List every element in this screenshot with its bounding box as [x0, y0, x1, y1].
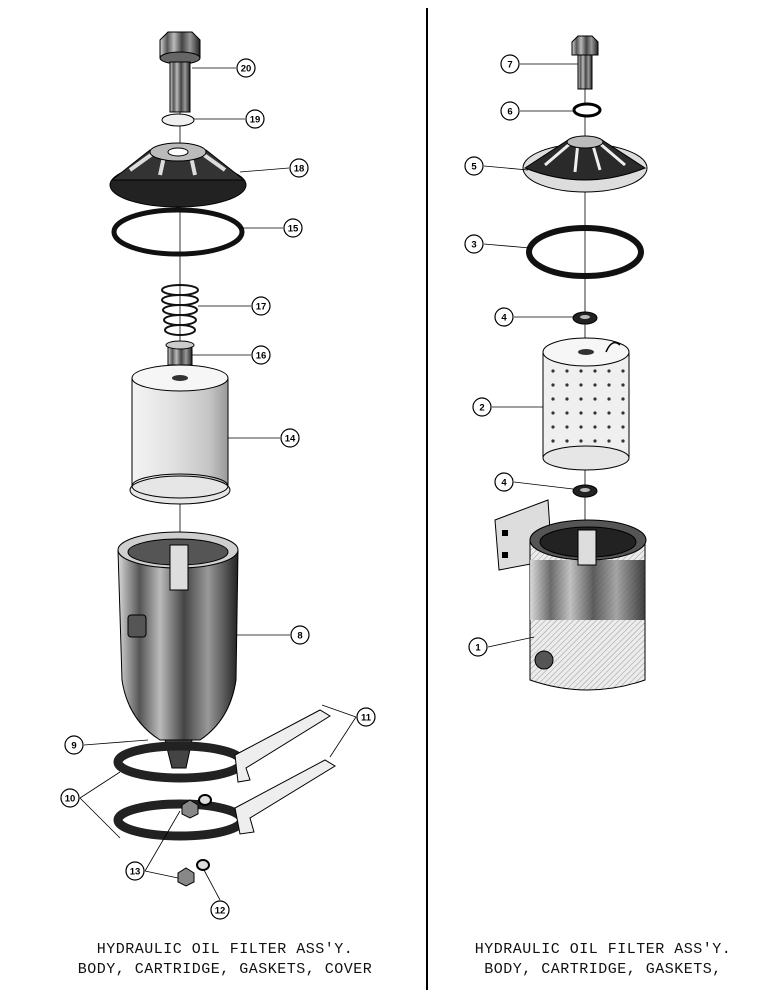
callout-17: 17 [251, 296, 271, 316]
callout-6: 6 [500, 101, 520, 121]
gasket-part-15 [111, 207, 245, 257]
left-callouts: 20 19 18 15 17 16 14 8 11 9 10 13 12 [60, 58, 376, 920]
bowl-part-8 [117, 531, 239, 769]
callout-15: 15 [283, 218, 303, 238]
seal-part-4-lower [572, 484, 598, 498]
nuts-part-13 [177, 799, 199, 887]
callout-18: 18 [289, 158, 309, 178]
callout-4-upper: 4 [494, 307, 514, 327]
cartridge-part-2 [542, 337, 630, 471]
right-caption-line1: HYDRAULIC OIL FILTER ASS'Y. [474, 941, 732, 958]
left-caption-line1: HYDRAULIC OIL FILTER ASS'Y. [96, 941, 354, 958]
svg-text:16: 16 [256, 351, 267, 362]
svg-text:10: 10 [65, 794, 76, 805]
right-caption: HYDRAULIC OIL FILTER ASS'Y. BODY, CARTRI… [440, 940, 766, 980]
callout-9: 9 [64, 735, 84, 755]
callout-8: 8 [290, 625, 310, 645]
svg-text:14: 14 [285, 434, 296, 445]
callout-14: 14 [280, 428, 300, 448]
callout-20: 20 [236, 58, 256, 78]
callout-19: 19 [245, 109, 265, 129]
washers-part-12 [196, 794, 212, 871]
svg-text:7: 7 [507, 60, 512, 71]
seal-part-4-upper [572, 311, 598, 325]
svg-text:4: 4 [501, 478, 507, 489]
svg-text:5: 5 [471, 162, 477, 173]
callout-4-lower: 4 [494, 472, 514, 492]
right-caption-line2: BODY, CARTRIDGE, GASKETS, [484, 961, 722, 978]
svg-text:19: 19 [250, 115, 261, 126]
callout-2: 2 [472, 397, 492, 417]
right-filter-assembly [494, 35, 648, 691]
callout-16: 16 [251, 345, 271, 365]
callout-11: 11 [356, 707, 376, 727]
svg-text:13: 13 [130, 867, 141, 878]
svg-text:17: 17 [256, 302, 267, 313]
gasket-part-3 [526, 225, 644, 279]
svg-text:11: 11 [361, 713, 372, 724]
callout-1: 1 [468, 637, 488, 657]
left-caption: HYDRAULIC OIL FILTER ASS'Y. BODY, CARTRI… [40, 940, 410, 980]
cover-part-18 [109, 142, 247, 208]
right-callouts: 7 6 5 3 4 2 4 1 [464, 54, 520, 657]
callout-5: 5 [464, 156, 484, 176]
svg-text:9: 9 [71, 741, 76, 752]
callout-13: 13 [125, 861, 145, 881]
body-part-1 [494, 499, 647, 691]
svg-text:18: 18 [294, 164, 305, 175]
svg-text:3: 3 [471, 240, 476, 251]
callout-12: 12 [210, 900, 230, 920]
svg-text:2: 2 [479, 403, 484, 414]
cartridge-part-14 [129, 364, 231, 505]
svg-text:15: 15 [288, 224, 299, 235]
svg-text:6: 6 [507, 107, 512, 118]
left-filter-assembly [109, 31, 336, 887]
callout-3: 3 [464, 234, 484, 254]
bolt-part-20 [159, 31, 201, 113]
cover-part-5 [522, 135, 648, 193]
washer-part-6 [572, 102, 602, 118]
svg-text:4: 4 [501, 313, 507, 324]
bolt-part-7 [571, 35, 599, 90]
svg-text:1: 1 [475, 643, 481, 654]
svg-text:20: 20 [241, 64, 252, 75]
callout-7: 7 [500, 54, 520, 74]
spring-part-17 [161, 284, 199, 336]
svg-text:8: 8 [297, 631, 302, 642]
seat-part-16 [165, 340, 195, 366]
svg-text:12: 12 [215, 906, 226, 917]
washer-part-19 [161, 113, 195, 127]
callout-10: 10 [60, 788, 80, 808]
left-caption-line2: BODY, CARTRIDGE, GASKETS, COVER [77, 961, 373, 978]
brackets-part-11 [234, 709, 336, 835]
